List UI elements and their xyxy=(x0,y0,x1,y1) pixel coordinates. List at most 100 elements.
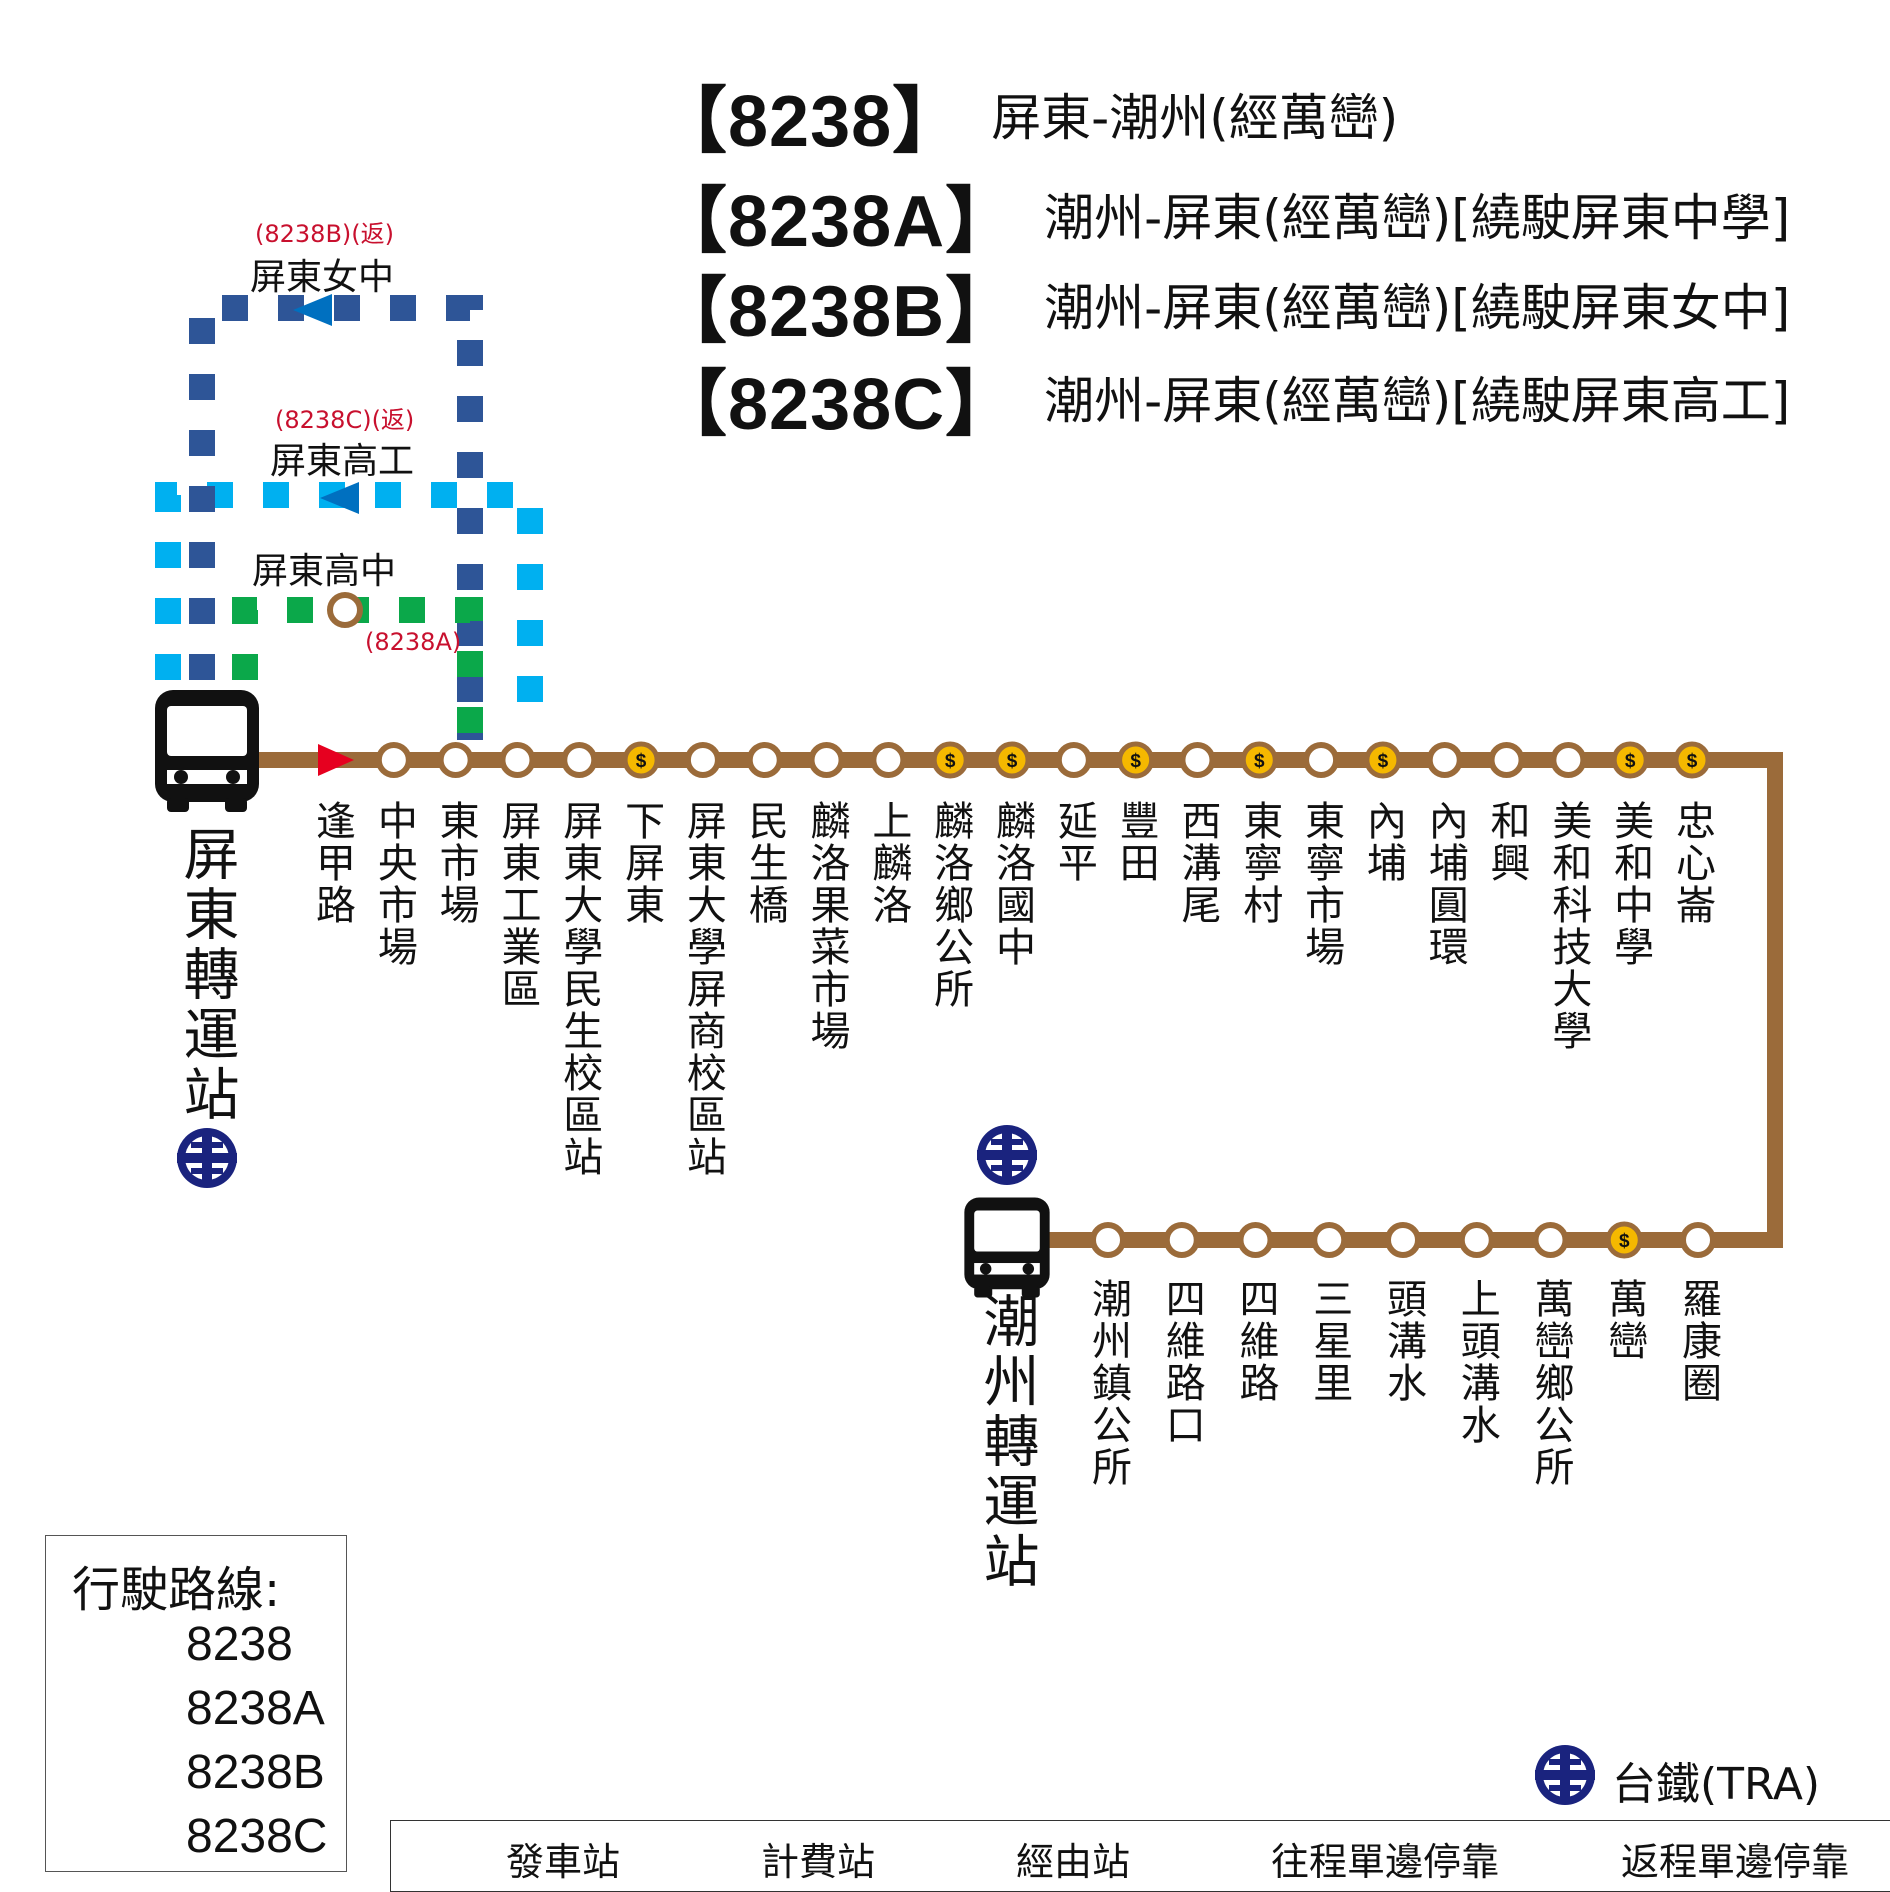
key-label-fare: 計費站 xyxy=(761,1840,876,1884)
tra-icon xyxy=(177,1128,237,1188)
stop-marker xyxy=(1550,742,1587,778)
stop-label: 忠心崙 xyxy=(1669,800,1715,926)
fare-stop-marker: $ xyxy=(622,741,660,779)
key-label-outbound: 往程單邊停靠 xyxy=(1271,1840,1500,1884)
branch-b-note: (8238B)(返) xyxy=(255,220,394,248)
start-terminal-label: 屏東轉運站 xyxy=(174,825,239,1125)
tra-icon xyxy=(977,1125,1037,1185)
stop-marker xyxy=(437,742,474,778)
symbol-key: 發車站 計費站 經由站 往程單邊停靠 返程單邊停靠 xyxy=(390,1820,1890,1892)
start-bus-icon xyxy=(155,690,259,812)
svg-text:$: $ xyxy=(1625,751,1636,772)
stop-label: 逢甲路 xyxy=(309,800,355,926)
return-arrow-icon xyxy=(320,482,359,514)
stop-label: 屏東工業區 xyxy=(494,800,541,1010)
branch-b-stop: 屏東女中 xyxy=(250,257,395,298)
stop-label: 西溝尾 xyxy=(1174,800,1221,926)
stop-label: 上麟洛 xyxy=(865,800,912,926)
stop-marker xyxy=(499,742,536,778)
stop-marker xyxy=(1426,742,1463,778)
stop-marker xyxy=(1385,1222,1421,1258)
stop-label: 四維路 xyxy=(1232,1278,1279,1404)
branch-c-note: (8238C)(返) xyxy=(275,406,415,434)
fare-stop-marker: $ xyxy=(1364,741,1402,779)
route-desc: 潮州-屏東(經萬巒)[繞駛屏東女中] xyxy=(1044,279,1791,337)
fare-stop-marker: $ xyxy=(993,741,1031,779)
stop-label: 麟洛鄉公所 xyxy=(927,800,974,1010)
stop-label: 頭溝水 xyxy=(1380,1278,1426,1404)
stop-marker xyxy=(1303,742,1340,778)
stop-marker xyxy=(1458,1222,1495,1258)
stop-label: 延平 xyxy=(1050,800,1097,884)
stop-marker xyxy=(1680,1222,1716,1258)
key-label-via: 經由站 xyxy=(1016,1840,1131,1884)
stop-label: 東市場 xyxy=(432,800,479,926)
stop-label: 潮州鎮公所 xyxy=(1085,1278,1131,1488)
stop-label: 和興 xyxy=(1483,800,1530,884)
stop-label: 上頭溝水 xyxy=(1453,1278,1500,1446)
legend-item-8238: 8238 xyxy=(186,1618,293,1671)
stop-label: 三星里 xyxy=(1306,1278,1353,1404)
stop-marker xyxy=(1488,742,1525,778)
svg-text:$: $ xyxy=(1130,751,1141,772)
route-code: 【8238B】 xyxy=(655,271,1019,352)
stop-label: 萬巒鄉公所 xyxy=(1527,1278,1574,1488)
stop-marker xyxy=(1532,1222,1569,1258)
stop-label: 美和中學 xyxy=(1607,800,1654,968)
outbound-arrow-icon xyxy=(318,744,354,776)
key-label-terminal: 發車站 xyxy=(506,1840,621,1884)
fare-stop-marker: $ xyxy=(1117,741,1155,779)
stop-marker xyxy=(1055,742,1092,778)
stop-label: 麟洛國中 xyxy=(989,800,1035,968)
stop-marker xyxy=(1311,1222,1348,1258)
stop-label: 四維路口 xyxy=(1158,1278,1205,1446)
title-route-8238c: 【8238C】 潮州-屏東(經萬巒)[繞駛屏東高工] xyxy=(655,355,1790,445)
stop-marker xyxy=(375,742,412,778)
stop-label: 屏東大學民生校區站 xyxy=(556,800,603,1178)
stop-marker xyxy=(561,742,598,778)
stop-label: 美和科技大學 xyxy=(1545,800,1592,1052)
end-bus-icon xyxy=(964,1197,1050,1298)
stop-label: 豐田 xyxy=(1112,800,1159,884)
stop-label: 內埔圓環 xyxy=(1421,800,1468,968)
stop-marker xyxy=(1179,742,1216,778)
route-code: 【8238】 xyxy=(655,81,966,162)
legend-title: 行駛路線: xyxy=(72,1562,281,1618)
fare-stop-marker: $ xyxy=(1240,741,1278,779)
branch-a-note: (8238A) xyxy=(365,628,462,656)
fare-stop-marker: $ xyxy=(1605,1221,1643,1259)
stop-label: 中央市場 xyxy=(370,800,417,968)
stop-marker xyxy=(1090,1222,1126,1258)
stop-label: 下屏東 xyxy=(618,800,665,926)
svg-text:$: $ xyxy=(1254,751,1265,772)
route-8238b-line xyxy=(189,295,483,740)
stop-label: 麟洛果菜市場 xyxy=(803,800,850,1052)
svg-text:$: $ xyxy=(945,751,956,772)
route-code: 【8238C】 xyxy=(655,364,1019,445)
stop-marker xyxy=(327,592,363,628)
svg-text:$: $ xyxy=(1007,751,1018,772)
fare-stop-marker: $ xyxy=(931,741,969,779)
stop-label: 東寧村 xyxy=(1236,800,1283,926)
svg-text:$: $ xyxy=(1619,1231,1630,1252)
title-route-8238a: 【8238A】 潮州-屏東(經萬巒)[繞駛屏東中學] xyxy=(655,172,1791,262)
legend-item-8238b: 8238B xyxy=(186,1746,325,1799)
end-terminal-label: 潮州轉運站 xyxy=(974,1292,1039,1592)
key-label-return: 返程單邊停靠 xyxy=(1621,1840,1850,1884)
svg-text:$: $ xyxy=(1378,751,1389,772)
stop-marker xyxy=(684,742,721,778)
legend-item-8238a: 8238A xyxy=(186,1682,325,1735)
fare-stop-marker: $ xyxy=(1673,741,1711,779)
tra-legend-icon xyxy=(1535,1745,1595,1805)
legend-item-8238c: 8238C xyxy=(186,1810,328,1863)
route-code: 【8238A】 xyxy=(655,181,1019,262)
stop-marker xyxy=(746,742,783,778)
branch-a-stop: 屏東高中 xyxy=(252,551,397,592)
stop-marker xyxy=(870,742,907,778)
route-legend: 行駛路線: 8238 8238A 8238B 8238C xyxy=(45,1535,347,1872)
stop-label: 羅康圈 xyxy=(1675,1278,1721,1404)
stop-label: 東寧市場 xyxy=(1298,800,1345,968)
branch-c-stop: 屏東高工 xyxy=(270,441,415,482)
route-desc: 潮州-屏東(經萬巒)[繞駛屏東中學] xyxy=(1044,189,1791,247)
stop-label: 萬巒 xyxy=(1601,1278,1648,1362)
